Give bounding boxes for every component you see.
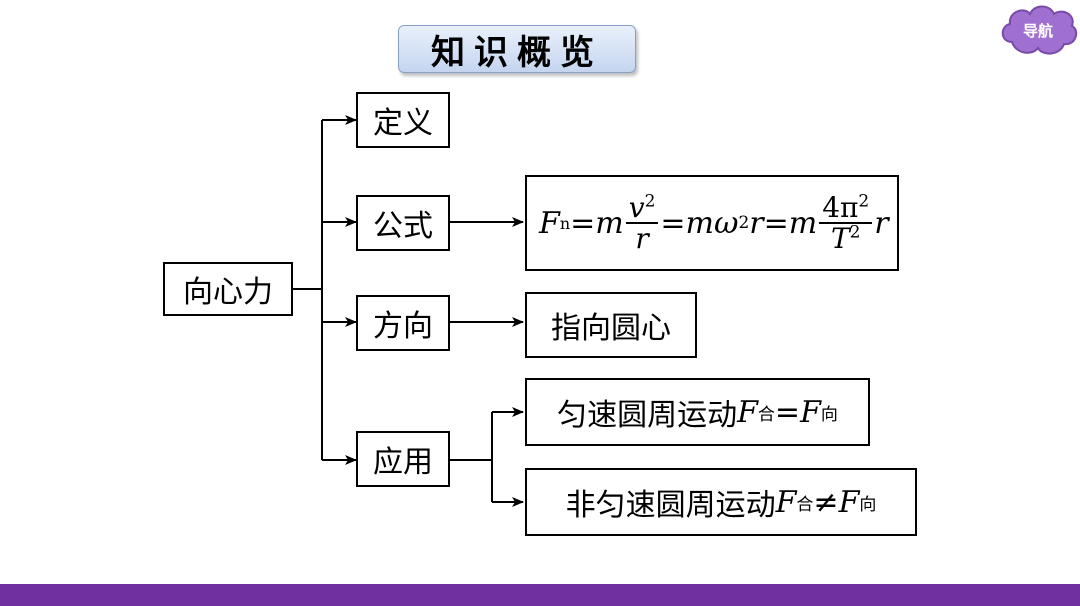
formula-r: r [635,222,649,255]
nonuniform-text: 非匀速圆周运动 [565,488,776,523]
fraction-v2-r: v2 r [625,190,659,255]
formula-n: n [559,213,571,233]
uniform-sub2: 向 [820,404,838,425]
uniform-sub1: 合 [757,404,775,425]
uniform-text: 匀速圆周运动 [557,398,738,433]
formula-omega-sup: 2 [738,213,750,233]
formula-4pi: 4π [822,190,859,224]
uniform-op: = [774,394,801,430]
nonuniform-F1: F [775,484,797,520]
formula-r2: r [749,205,764,241]
uniform-F2: F [800,394,821,430]
formula-v-sup: 2 [644,191,656,212]
direction-value-box: 指向圆心 [525,292,697,358]
formula-T: T [830,222,850,255]
fraction-4pi2-T2: 4π2 T2 [819,190,873,255]
direction-label-box: 方向 [356,295,450,351]
root-box: 向心力 [163,262,293,316]
nonuniform-op: ≠ [813,484,839,520]
formula-pi-sup: 2 [858,191,870,212]
formula-label-box: 公式 [356,195,450,251]
nonuniform-sub1: 合 [796,494,814,515]
formula-F: F [539,205,560,241]
nav-button[interactable]: 导航 [998,2,1078,58]
formula-eq2: =mω [660,205,739,241]
formula-eq3: =m [763,205,818,241]
application-label-box: 应用 [356,431,450,487]
nonuniform-sub2: 向 [859,494,877,515]
formula-eq1: =m [570,205,624,241]
nonuniform-F2: F [838,484,860,520]
uniform-F1: F [737,394,758,430]
nav-label: 导航 [1022,21,1053,40]
formula-v: v [628,190,645,224]
definition-box: 定义 [356,92,450,148]
formula-r3: r [874,205,889,241]
formula-T-sup: 2 [849,222,861,243]
bottom-bar [0,584,1080,606]
cloud-icon [1001,5,1078,55]
page-title: 知识概览 [398,25,636,73]
